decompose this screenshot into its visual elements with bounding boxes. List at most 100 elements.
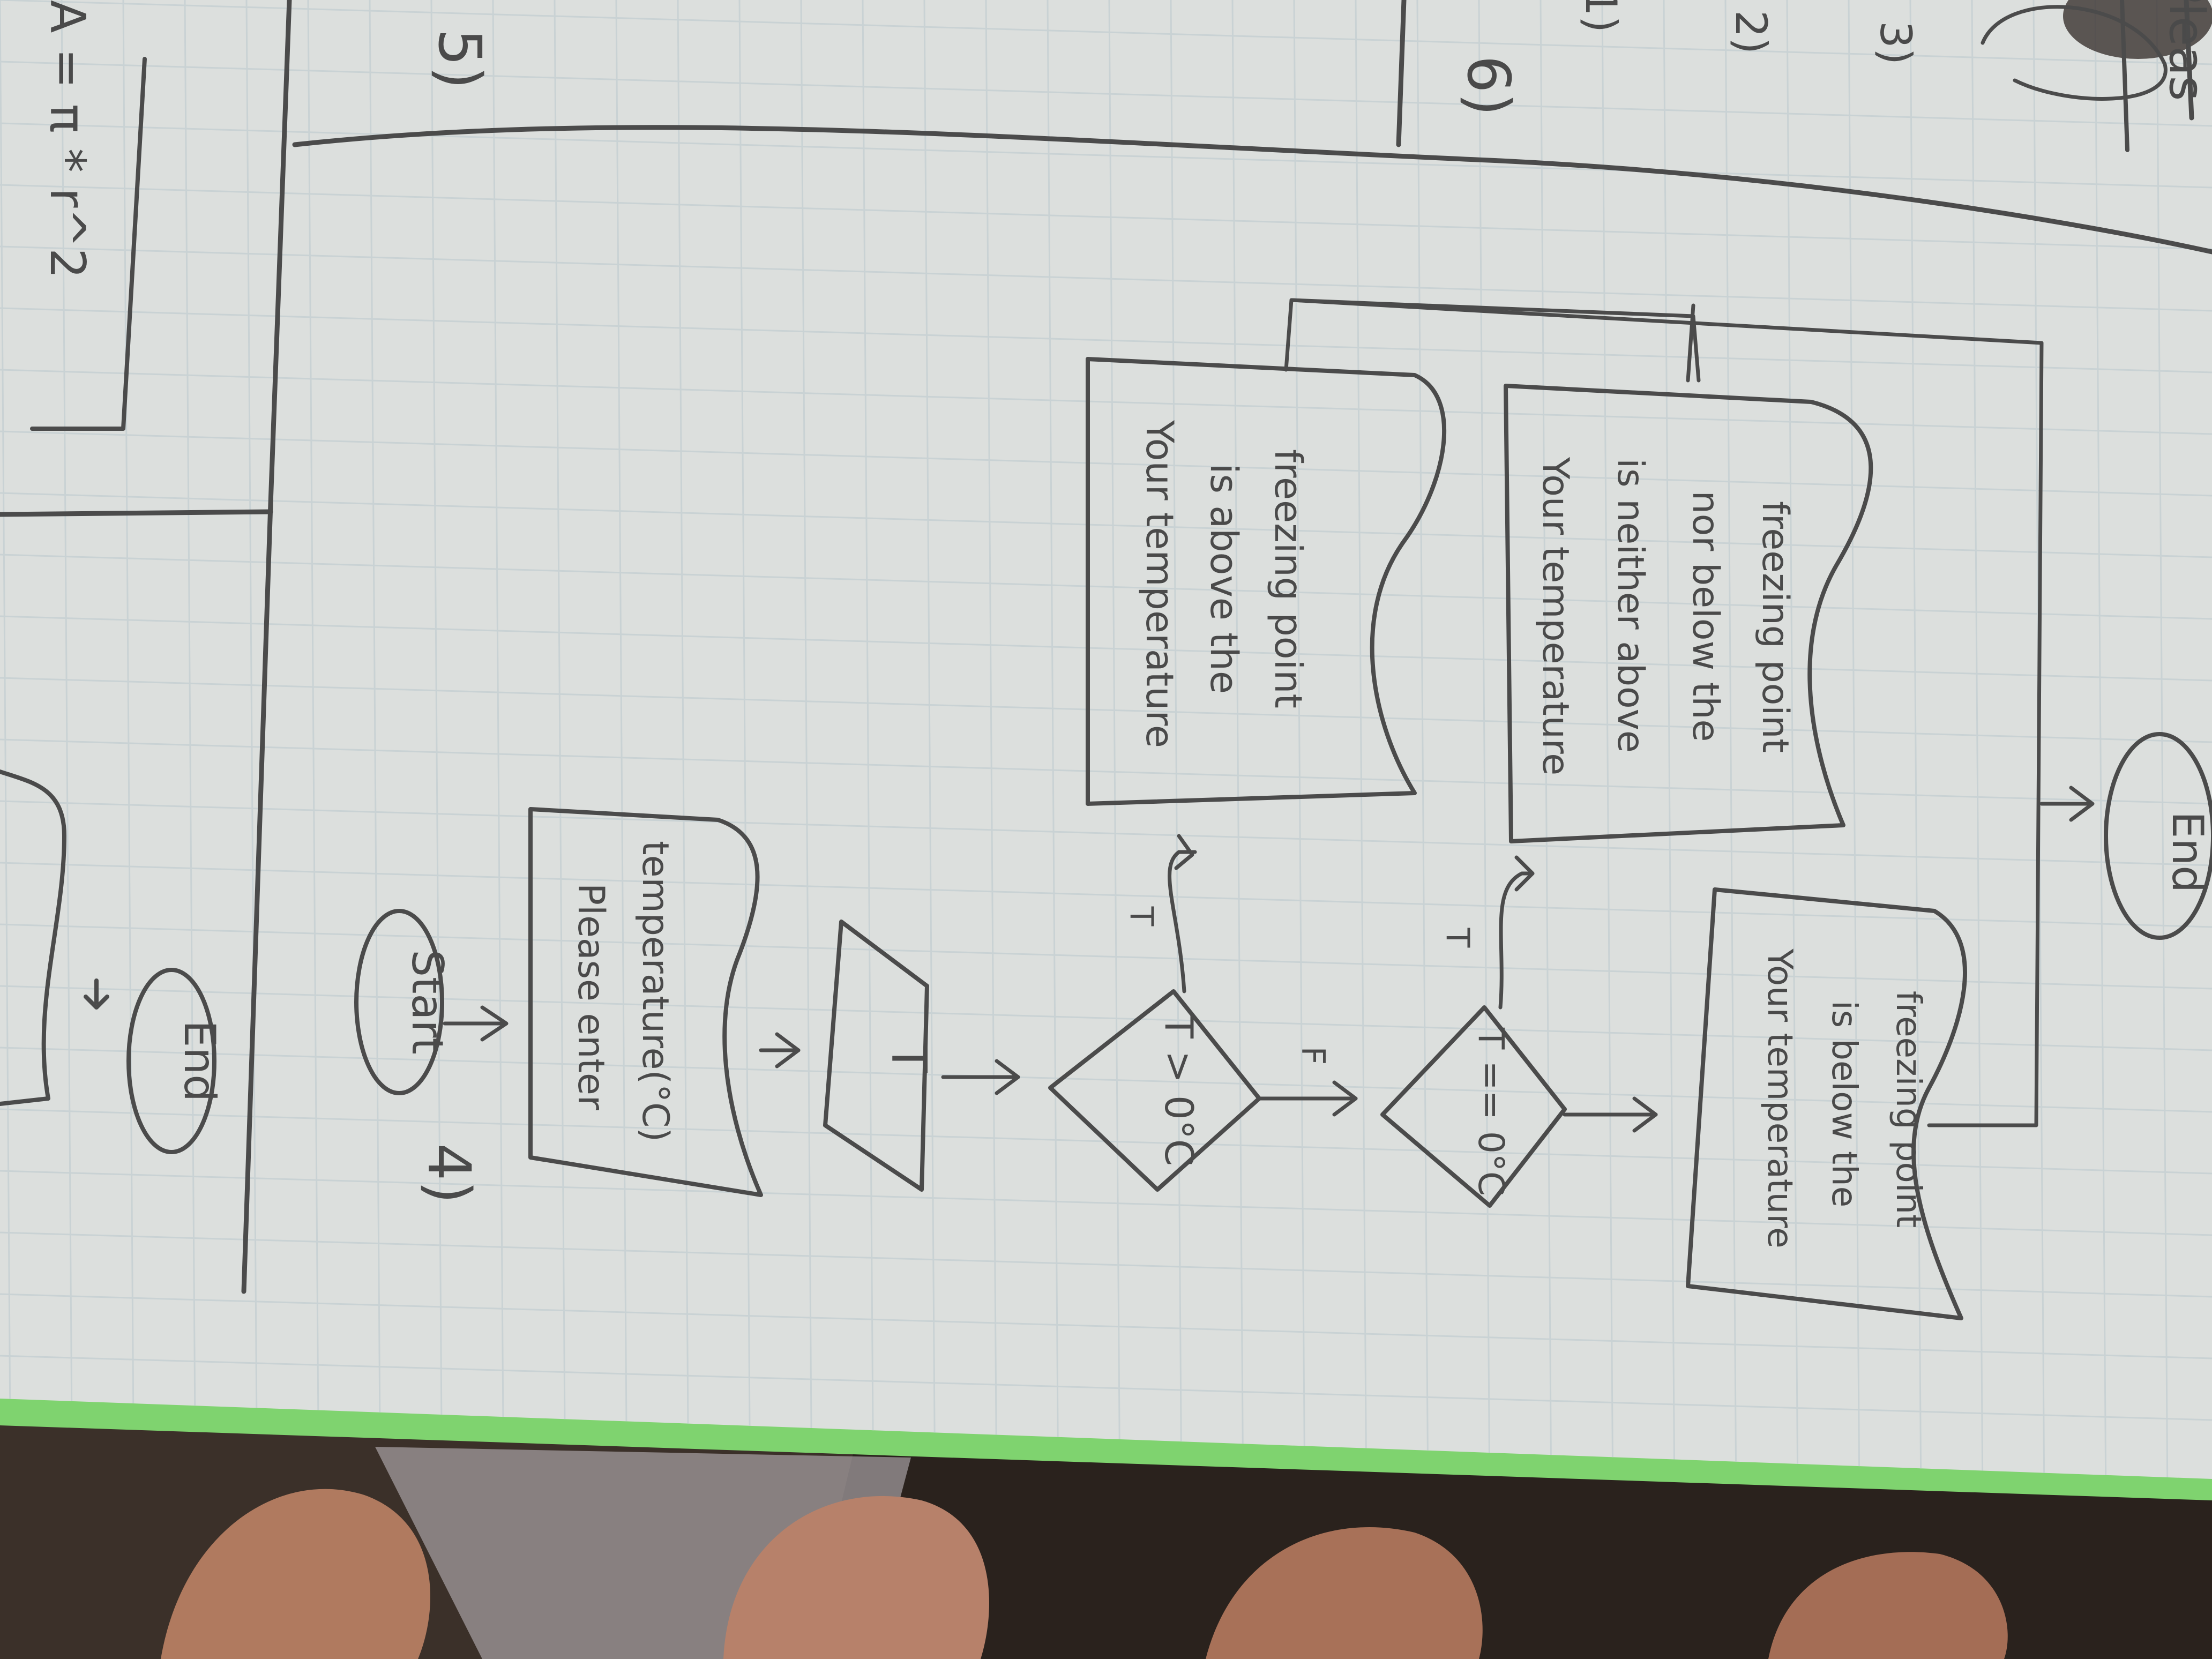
grid-line-vertical [554, 0, 566, 1479]
grid-line-horizontal [0, 862, 2212, 928]
start-label: Start [402, 950, 452, 1054]
grid-line-vertical [1786, 0, 1799, 1479]
arrowhead [1332, 1080, 1358, 1117]
area-formula: A = π * r^2 [39, 0, 95, 279]
grid-line-vertical [1416, 0, 1429, 1479]
grid-line-horizontal [0, 492, 2212, 558]
grid-line-vertical [2156, 0, 2169, 1479]
neither-line-4: freezing point [1754, 501, 1796, 753]
start-terminal: Start [354, 909, 452, 1095]
arrowhead [995, 1059, 1020, 1095]
grid-line-horizontal [0, 307, 2212, 373]
grid-line-horizontal [0, 1047, 2212, 1113]
end-terminal: End [2104, 732, 2212, 940]
decision2-condition: T == 0°C [1470, 1027, 1512, 1196]
grid-line-horizontal [0, 122, 2212, 189]
decision2-true-label: T [1439, 928, 1476, 948]
next-page-fragment: Pleas [1981, 0, 2212, 152]
previous-section-fragment [0, 57, 147, 1106]
grid-line-horizontal [0, 554, 2212, 620]
prompt-line-2: temperature(°C) [634, 841, 676, 1142]
section-dividers [0, 0, 2212, 1294]
above-line-2: is above the [1202, 464, 1246, 694]
decision1-false-label: F [1294, 1047, 1332, 1065]
grid-line-vertical [1108, 0, 1121, 1479]
output-above-freezing: Your temperature is above the freezing p… [1086, 357, 1446, 806]
grid-line-vertical [1540, 0, 1552, 1479]
list-label-1: 1) [1576, 0, 1626, 33]
neither-line-3: nor below the [1684, 491, 1727, 742]
output-below-freezing: Your temperature is below the freezing p… [1686, 887, 1967, 1320]
grid-line-horizontal [0, 800, 2212, 866]
grid-line-vertical [1848, 0, 1860, 1479]
list-label-3: 3) [1871, 21, 1920, 65]
grid-line-vertical [923, 0, 936, 1479]
arrowhead [1514, 855, 1535, 892]
arrow-decision2-true [1498, 871, 1535, 1010]
below-line-3: freezing point [1888, 991, 1928, 1228]
prompt-output-box: Please enter temperature(°C) [528, 807, 763, 1197]
finger-4 [1768, 1552, 2008, 1659]
finger-3 [1206, 1527, 1483, 1659]
graph-paper-grid [0, 0, 2212, 1479]
grid-line-horizontal [0, 430, 2212, 497]
grid-line-vertical [307, 0, 320, 1479]
end-terminal-left: End [126, 968, 225, 1154]
grid-line-vertical [738, 0, 751, 1479]
grid-line-horizontal [0, 738, 2212, 805]
grid-line-vertical [1170, 0, 1183, 1479]
grid-line-vertical [862, 0, 875, 1479]
grid-line-horizontal [0, 0, 2212, 65]
grid-line-horizontal [0, 1231, 2212, 1298]
connector-above-to-merge [1284, 298, 1701, 383]
neither-line-2: is neither above [1609, 458, 1651, 752]
grid-line-vertical [1231, 0, 1244, 1479]
grid-line-horizontal [0, 184, 2212, 250]
grid-line-horizontal [0, 677, 2212, 743]
grid-line-horizontal [0, 245, 2212, 312]
grid-line-vertical [1355, 0, 1367, 1479]
next-page-text: Pleas [2158, 0, 2212, 101]
grid-line-vertical [1971, 0, 1984, 1479]
paper-sheet [0, 0, 2212, 1479]
below-line-1: Your temperature [1760, 948, 1799, 1248]
input-parallelogram: T [823, 920, 937, 1192]
grid-line-horizontal [0, 61, 2212, 127]
grid-line-vertical [184, 0, 197, 1479]
input-variable: T [880, 1043, 937, 1074]
section-label-6: 6) [1454, 56, 1523, 116]
grid-line-vertical [492, 0, 505, 1479]
end-label-left: End [175, 1020, 225, 1102]
temperature-flowchart: Start Please enter temperature(°C) T T >… [354, 298, 2212, 1320]
decision-temp-equals-zero: T == 0°C [1380, 1005, 1567, 1208]
section-label-5: 5) [425, 29, 494, 89]
connector-neither-to-top [1686, 303, 1695, 383]
grid-line-horizontal [0, 615, 2212, 682]
arrowhead [480, 1005, 509, 1042]
finger-1 [161, 1489, 431, 1659]
end-label: End [2163, 811, 2212, 893]
grid-line-vertical [61, 0, 73, 1479]
grid-line-horizontal [0, 985, 2212, 1051]
grid-line-vertical [1663, 0, 1676, 1479]
arrowhead [2069, 786, 2095, 822]
grid-line-vertical [430, 0, 443, 1479]
finger-2 [723, 1496, 989, 1659]
arrowhead [775, 1032, 801, 1068]
grid-line-horizontal [0, 1170, 2212, 1236]
connector-below-to-merge [1927, 341, 2044, 1127]
grid-line-vertical [1601, 0, 1614, 1479]
grid-line-vertical [1909, 0, 1922, 1479]
decision1-true-label: T [1123, 906, 1160, 926]
arrowhead [1174, 834, 1194, 870]
grid-line-vertical [2094, 0, 2107, 1479]
grid-line-horizontal [0, 1355, 2212, 1421]
grid-line-vertical [1478, 0, 1491, 1479]
merge-line-top [1289, 298, 2044, 345]
grid-line-vertical [800, 0, 813, 1479]
decision1-condition: T > 0°C [1156, 1014, 1201, 1166]
grid-line-vertical [1724, 0, 1737, 1479]
below-line-2: is below the [1824, 1000, 1864, 1207]
